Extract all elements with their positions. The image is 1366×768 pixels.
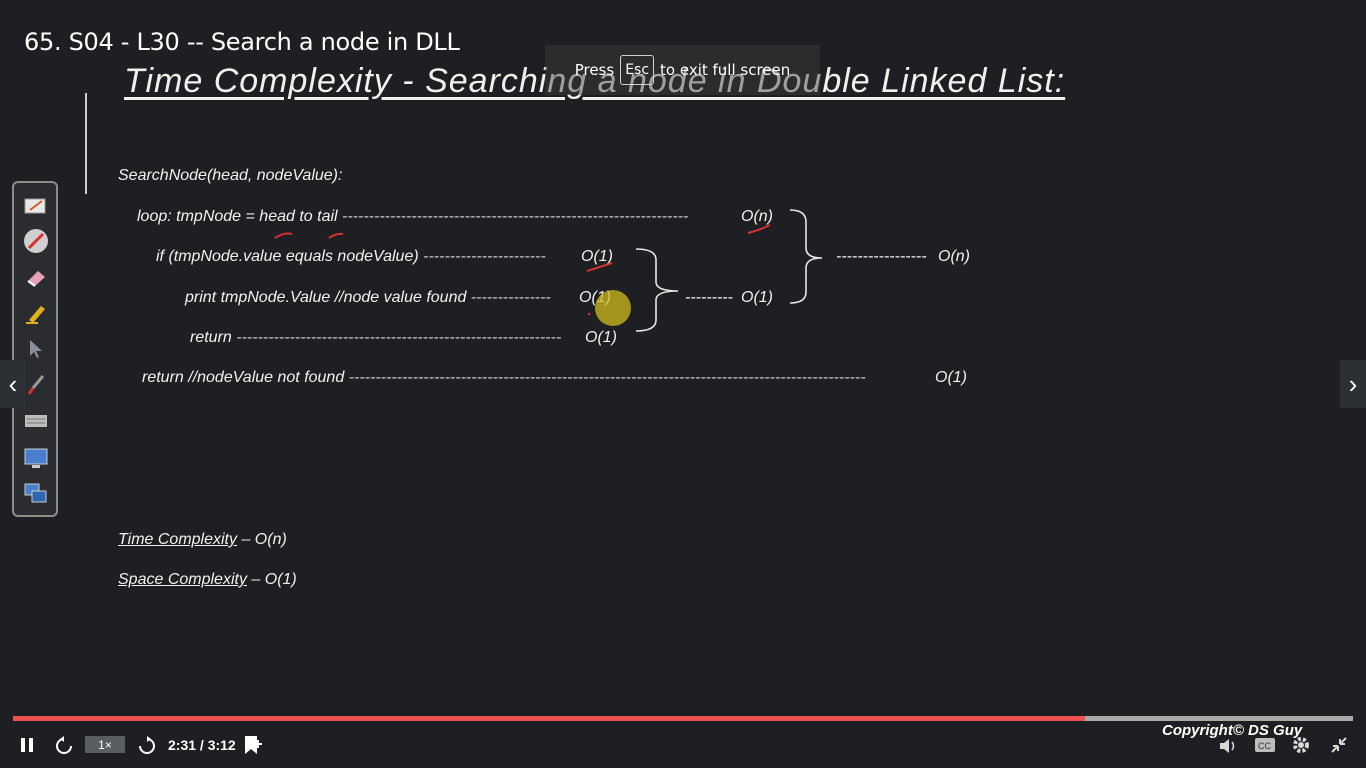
exit-fullscreen-icon [1331, 737, 1347, 753]
esc-key: Esc [620, 55, 655, 85]
brush-icon[interactable] [23, 372, 49, 398]
forward-button[interactable] [136, 735, 158, 757]
annotation-toolbar [12, 181, 58, 517]
loop-dashes: ----------------------------------------… [342, 208, 689, 225]
time-complexity-value: – O(n) [237, 531, 287, 548]
outer-brace [789, 209, 823, 304]
rewind-button[interactable] [53, 735, 75, 757]
final-return-cost: O(1) [935, 369, 967, 386]
red-mark-if-cost [586, 262, 613, 272]
code-print: print tmpNode.Value //node value found -… [185, 289, 551, 307]
space-complexity-summary: Space Complexity – O(1) [118, 571, 297, 589]
loop-cost: O(n) [741, 208, 773, 225]
red-mark-tail [328, 232, 344, 239]
video-title: 65. S04 - L30 -- Search a node in DLL [24, 28, 460, 56]
progress-fill [13, 716, 1085, 721]
if-cost: O(1) [581, 248, 613, 265]
fullscreen-banner: Press Esc to exit full screen [545, 45, 820, 95]
code-return: return ---------------------------------… [190, 329, 561, 347]
code-final-return: return //nodeValue not found -----------… [142, 369, 866, 387]
chevron-right-icon: › [1348, 368, 1358, 399]
time-complexity-summary: Time Complexity – O(n) [118, 531, 287, 549]
red-dot [587, 312, 591, 316]
code-loop: loop: tmpNode = head to tail -----------… [137, 208, 688, 226]
space-complexity-label: Space Complexity [118, 571, 247, 588]
loop-prefix: loop: tmpNode = [137, 208, 260, 225]
next-lecture-button[interactable]: › [1340, 360, 1366, 408]
pointer-icon[interactable] [23, 336, 49, 362]
desktop-switch-icon[interactable] [23, 481, 49, 507]
print-dashes: --------------- [470, 289, 551, 306]
exit-fullscreen-button[interactable] [1328, 734, 1350, 756]
player-controls: 1× 2:31 / 3:12 Copyright© DS Guy CC [0, 722, 1366, 768]
copyright-watermark: Copyright© DS Guy [1162, 722, 1303, 739]
pen-off-icon[interactable] [23, 228, 49, 254]
print-line: print tmpNode.Value //node value found [185, 289, 467, 306]
keyboard-icon[interactable] [23, 408, 49, 434]
eraser-icon[interactable] [23, 264, 49, 290]
volume-icon [1220, 739, 1235, 753]
highlighter-icon[interactable] [23, 300, 49, 326]
red-mark-head [274, 232, 293, 239]
return-line: return [190, 329, 232, 346]
final-return-dashes: ----------------------------------------… [348, 369, 866, 386]
laser-pointer [595, 290, 631, 326]
code-signature: SearchNode(head, nodeValue): [118, 167, 343, 184]
playback-speed-button[interactable]: 1× [85, 736, 125, 753]
add-bookmark-button[interactable] [241, 734, 263, 756]
settings-button[interactable] [1290, 734, 1312, 756]
inner-group-dashes: --------- [685, 289, 733, 306]
return-cost: O(1) [585, 329, 617, 346]
final-return-line: return //nodeValue not found [142, 369, 345, 386]
banner-suffix: to exit full screen [660, 61, 791, 79]
pause-icon [21, 738, 33, 752]
captions-icon: CC [1255, 738, 1275, 752]
whiteboard-icon[interactable] [23, 193, 49, 219]
time-complexity-label: Time Complexity [118, 531, 237, 548]
captions-button[interactable]: CC [1254, 736, 1276, 754]
volume-button[interactable] [1218, 735, 1240, 757]
red-mark-loop-cost [747, 224, 771, 234]
code-if: if (tmpNode.value equals nodeValue) ----… [156, 248, 546, 266]
previous-lecture-button[interactable]: ‹ [0, 360, 26, 408]
if-dashes: ----------------------- [423, 248, 546, 265]
gear-icon [1293, 737, 1309, 753]
space-complexity-value: – O(1) [246, 571, 297, 588]
outer-group-cost: O(n) [938, 248, 970, 265]
svg-text:CC: CC [1258, 741, 1271, 751]
forward-icon [139, 736, 155, 754]
inner-group-cost: O(1) [741, 289, 773, 306]
pause-button[interactable] [18, 736, 36, 754]
if-line: if (tmpNode.value equals nodeValue) [156, 248, 419, 265]
loop-highlight: head to tail [259, 208, 338, 225]
return-dashes: ----------------------------------------… [236, 329, 562, 346]
time-display: 2:31 / 3:12 [168, 737, 236, 753]
rewind-icon [56, 736, 72, 754]
slide-heading: Time Complexity - Searching a node in Do… [124, 62, 1066, 100]
progress-bar[interactable] [13, 716, 1353, 721]
banner-prefix: Press [574, 61, 615, 79]
inner-brace [635, 248, 679, 332]
screen-capture-icon[interactable] [23, 445, 49, 471]
outer-group-dashes: ----------------- [836, 248, 927, 265]
bookmark-plus-icon [245, 736, 262, 754]
chevron-left-icon: ‹ [8, 368, 18, 399]
annotation-vertical-line [85, 93, 87, 194]
